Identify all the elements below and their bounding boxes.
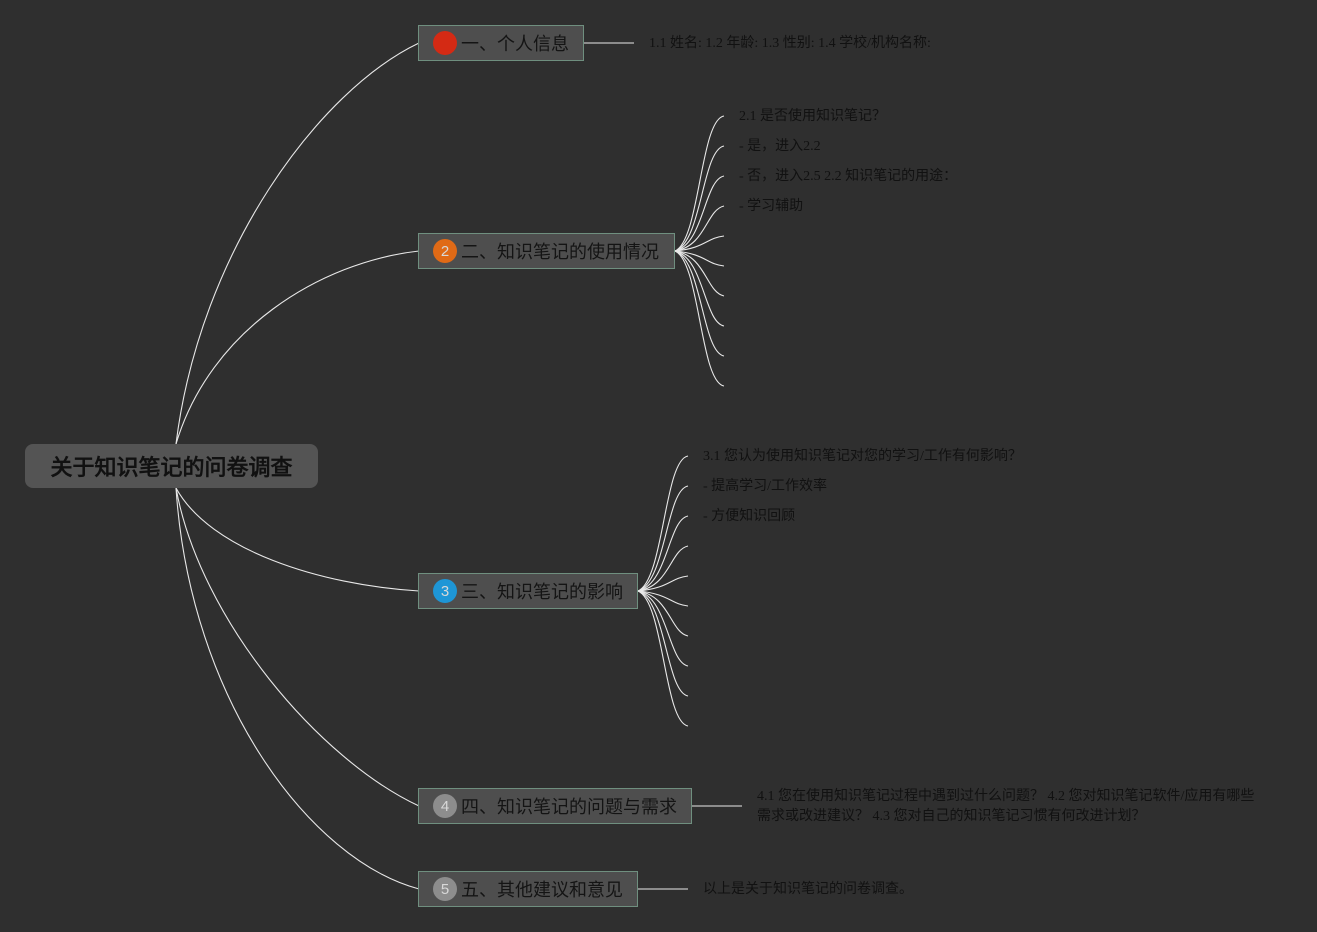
connector-b3-fan-9: [637, 590, 689, 697]
connector-b3-fan-3: [637, 515, 689, 592]
branch-label: 四、知识笔记的问题与需求: [461, 797, 677, 818]
connector-b3-fan-7: [637, 590, 689, 637]
connector-b3-fan-8: [637, 590, 689, 667]
connector-b2-fan-7: [674, 250, 725, 297]
leaf-impact-q1[interactable]: 3.1 您认为使用知识笔记对您的学习/工作有何影响？: [703, 449, 1022, 464]
number-badge-3-icon: 3: [433, 579, 457, 603]
number-badge-2-icon: 2: [433, 239, 457, 263]
number-badge-1-icon: [433, 31, 457, 55]
leaf-problems-line-1[interactable]: 4.1 您在使用知识笔记过程中遇到过什么问题？ 4.2 您对知识笔记软件/应用有…: [757, 789, 1255, 804]
branch-label: 三、知识笔记的影响: [461, 582, 623, 603]
branch-impact[interactable]: 3 三、知识笔记的影响: [418, 573, 638, 609]
connector-b2-fan-10: [674, 250, 725, 387]
connector-b2-fan-2: [674, 145, 725, 252]
connector-b2-fan-6: [674, 250, 725, 267]
connector-root-b2: [175, 250, 420, 445]
branch-suggestions[interactable]: 5 五、其他建议和意见: [418, 871, 638, 907]
leaf-personal-info-fields[interactable]: 1.1 姓名: 1.2 年龄: 1.3 性别: 1.4 学校/机构名称:: [649, 36, 931, 51]
connector-root-b1: [175, 42, 420, 445]
number-badge-5-icon: 5: [433, 877, 457, 901]
leaf-usage-q1[interactable]: 2.1 是否使用知识笔记？: [739, 109, 886, 124]
leaf-usage-yes[interactable]: - 是，进入2.2: [739, 139, 821, 154]
connector-b3-fan-1: [637, 455, 689, 592]
branch-label: 五、其他建议和意见: [461, 880, 623, 901]
connector-b2-fan-5: [674, 235, 725, 252]
leaf-impact-review[interactable]: - 方便知识回顾: [703, 509, 796, 524]
branch-label: 一、个人信息: [461, 34, 569, 55]
connector-b3-fan-4: [637, 545, 689, 592]
number-badge-4-icon: 4: [433, 794, 457, 818]
connector-root-b3: [175, 487, 420, 592]
connector-b2-fan-1: [674, 115, 725, 252]
branch-personal-info[interactable]: 一、个人信息: [418, 25, 584, 61]
connector-b2-fan-9: [674, 250, 725, 357]
leaf-closing-note[interactable]: 以上是关于知识笔记的问卷调查。: [703, 882, 913, 897]
connector-b3-fan-5: [637, 575, 689, 592]
leaf-problems-line-2[interactable]: 需求或改进建议？ 4.3 您对自己的知识笔记习惯有何改进计划？: [757, 809, 1146, 824]
connector-b2-fan-8: [674, 250, 725, 327]
connector-root-b4: [175, 487, 420, 807]
connector-b3-fan-10: [637, 590, 689, 727]
connector-b3-fan-2: [637, 485, 689, 592]
branch-problems-needs[interactable]: 4 四、知识笔记的问题与需求: [418, 788, 692, 824]
connector-b3-fan-6: [637, 590, 689, 607]
branch-usage[interactable]: 2 二、知识笔记的使用情况: [418, 233, 675, 269]
leaf-usage-no[interactable]: - 否，进入2.5 2.2 知识笔记的用途：: [739, 169, 958, 184]
root-title: 关于知识笔记的问卷调查: [50, 456, 293, 481]
leaf-impact-efficiency[interactable]: - 提高学习/工作效率: [703, 479, 828, 494]
leaf-usage-study[interactable]: - 学习辅助: [739, 199, 804, 214]
connector-root-b5: [175, 487, 420, 890]
connector-b2-fan-4: [674, 205, 725, 252]
connector-b2-fan-3: [674, 175, 725, 252]
branch-label: 二、知识笔记的使用情况: [461, 242, 659, 263]
root-topic[interactable]: 关于知识笔记的问卷调查: [25, 444, 318, 488]
